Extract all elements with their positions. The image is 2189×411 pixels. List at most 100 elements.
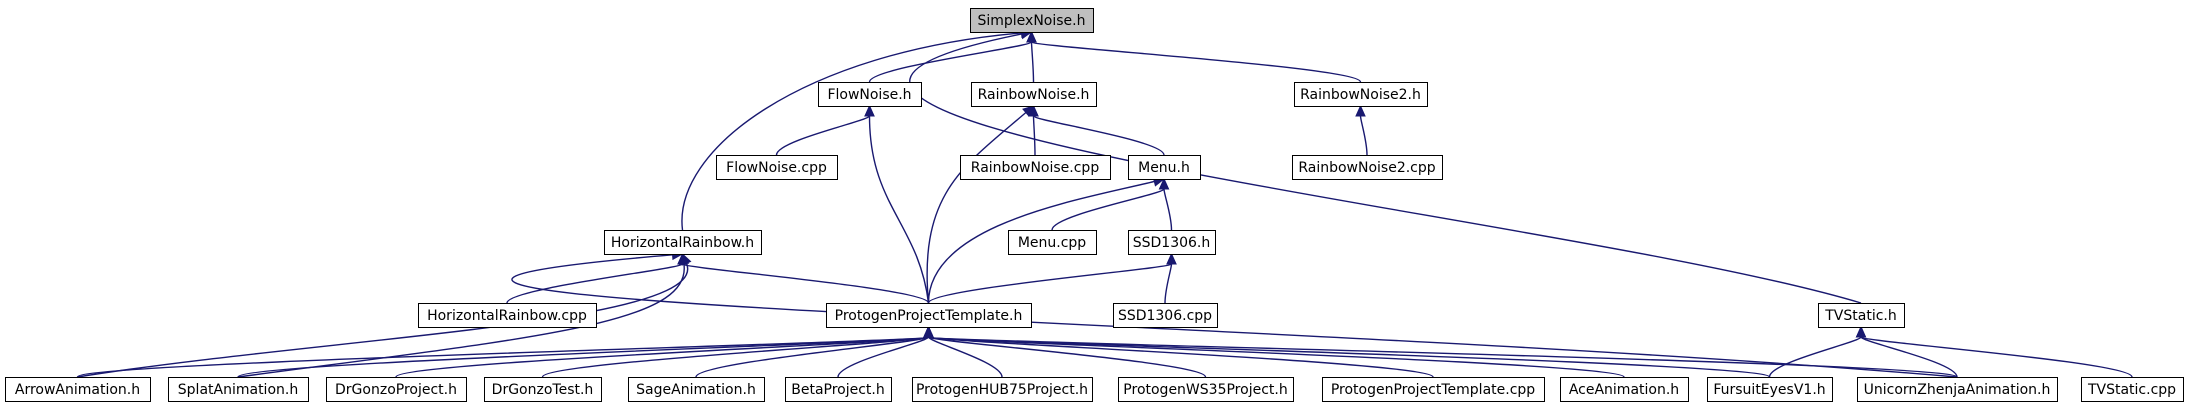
node-label: RainbowNoise2.cpp xyxy=(1298,160,1435,176)
edge-splatanimation-h-to-protogenprojecttemplate-h xyxy=(237,336,930,378)
node-box xyxy=(1560,377,1689,402)
edge-rainbownoise-cpp-to-rainbownoise-h xyxy=(1032,115,1036,156)
node-label: ArrowAnimation.h xyxy=(15,382,140,398)
node-aceanimation-h[interactable]: AceAnimation.h xyxy=(1560,377,1689,402)
edge-betaproject-h-to-protogenprojecttemplate-h xyxy=(837,336,930,378)
node-box xyxy=(1322,377,1545,402)
node-protogenprojecttemplate-cpp[interactable]: ProtogenProjectTemplate.cpp xyxy=(1322,377,1545,402)
arrowhead xyxy=(1355,104,1366,117)
arrowhead xyxy=(864,104,875,117)
node-box xyxy=(818,82,922,107)
node-label: FlowNoise.cpp xyxy=(726,160,827,176)
node-box xyxy=(971,82,1097,107)
node-box xyxy=(826,303,1032,328)
arrowhead xyxy=(1022,105,1035,117)
node-unicornzhenjaanimation-h[interactable]: UnicornZhenjaAnimation.h xyxy=(1857,377,2058,402)
node-rainbownoise-cpp[interactable]: RainbowNoise.cpp xyxy=(960,155,1111,180)
node-box xyxy=(1707,377,1833,402)
node-label: TVStatic.h xyxy=(1824,308,1896,324)
node-protogenws35project-h[interactable]: ProtogenWS35Project.h xyxy=(1118,377,1294,402)
node-box xyxy=(1294,82,1428,107)
node-menu-cpp[interactable]: Menu.cpp xyxy=(1008,230,1097,255)
node-box xyxy=(2081,377,2184,402)
edge-horizontalrainbow-h-to-simplexnoise-h xyxy=(681,32,1022,231)
node-box xyxy=(1292,155,1443,180)
node-protogenhub75project-h[interactable]: ProtogenHUB75Project.h xyxy=(912,377,1093,402)
edge-protogenprojecttemplate-h-to-flownoise-h xyxy=(868,115,930,304)
node-simplexnoise-h[interactable]: SimplexNoise.h xyxy=(970,8,1094,33)
node-label: DrGonzoProject.h xyxy=(335,382,457,398)
node-label: ProtogenWS35Project.h xyxy=(1123,382,1287,398)
node-label: HorizontalRainbow.cpp xyxy=(427,308,587,324)
node-box xyxy=(1128,155,1201,180)
node-label: DrGonzoTest.h xyxy=(492,382,594,398)
node-label: UnicornZhenjaAnimation.h xyxy=(1864,382,2051,398)
node-label: SSD1306.h xyxy=(1133,235,1211,251)
node-tvstatic-cpp[interactable]: TVStatic.cpp xyxy=(2081,377,2184,402)
node-box xyxy=(960,155,1111,180)
edge-protogenhub75project-h-to-protogenprojecttemplate-h xyxy=(927,336,1003,378)
edge-menu-cpp-to-menu-h xyxy=(1051,188,1165,231)
node-flownoise-cpp[interactable]: FlowNoise.cpp xyxy=(716,155,838,180)
node-box xyxy=(326,377,467,402)
node-box xyxy=(1113,303,1218,328)
node-label: RainbowNoise2.h xyxy=(1300,87,1421,103)
edge-protogenprojecttemplate-h-to-ssd1306-h xyxy=(927,263,1173,304)
node-ssd1306-h[interactable]: SSD1306.h xyxy=(1128,230,1216,255)
node-label: Menu.cpp xyxy=(1018,235,1086,251)
edge-rainbownoise2-cpp-to-rainbownoise2-h xyxy=(1359,115,1368,156)
edge-sageanimation-h-to-protogenprojecttemplate-h xyxy=(695,336,930,378)
arrowhead xyxy=(1158,177,1170,190)
node-box xyxy=(484,377,602,402)
edge-unicornzhenjaanimation-h-to-protogenprojecttemplate-h xyxy=(927,336,1958,378)
node-box xyxy=(1857,377,2058,402)
node-arrowanimation-h[interactable]: ArrowAnimation.h xyxy=(5,377,151,402)
node-box xyxy=(785,377,892,402)
node-drgonzotest-h[interactable]: DrGonzoTest.h xyxy=(484,377,602,402)
node-protogenprojecttemplate-h[interactable]: ProtogenProjectTemplate.h xyxy=(826,303,1032,328)
node-rainbownoise-h[interactable]: RainbowNoise.h xyxy=(971,82,1097,107)
node-sageanimation-h[interactable]: SageAnimation.h xyxy=(628,377,765,402)
node-rainbownoise2-cpp[interactable]: RainbowNoise2.cpp xyxy=(1292,155,1443,180)
edge-tvstatic-cpp-to-tvstatic-h xyxy=(1860,336,2133,378)
arrowhead xyxy=(1855,325,1867,338)
node-box xyxy=(1008,230,1097,255)
node-tvstatic-h[interactable]: TVStatic.h xyxy=(1818,303,1905,328)
node-horizontalrainbow-h[interactable]: HorizontalRainbow.h xyxy=(604,230,762,255)
node-ssd1306-cpp[interactable]: SSD1306.cpp xyxy=(1113,303,1218,328)
node-label: SSD1306.cpp xyxy=(1118,308,1212,324)
edge-drgonzotest-h-to-protogenprojecttemplate-h xyxy=(541,336,930,378)
arrowhead xyxy=(1166,252,1177,265)
node-betaproject-h[interactable]: BetaProject.h xyxy=(785,377,892,402)
node-label: SplatAnimation.h xyxy=(178,382,298,398)
edge-aceanimation-h-to-protogenprojecttemplate-h xyxy=(927,336,1625,378)
arrowhead xyxy=(1026,30,1037,43)
node-label: ProtogenProjectTemplate.cpp xyxy=(1331,382,1535,398)
node-label: FlowNoise.h xyxy=(827,87,911,103)
edge-ssd1306-cpp-to-ssd1306-h xyxy=(1164,263,1173,304)
node-rainbownoise2-h[interactable]: RainbowNoise2.h xyxy=(1294,82,1428,107)
arrowhead xyxy=(678,252,690,266)
edge-drgonzoproject-h-to-protogenprojecttemplate-h xyxy=(395,336,930,378)
node-label: Menu.h xyxy=(1138,160,1190,176)
node-flownoise-h[interactable]: FlowNoise.h xyxy=(818,82,922,107)
node-label: RainbowNoise.h xyxy=(978,87,1090,103)
node-label: AceAnimation.h xyxy=(1569,382,1679,398)
edge-protogenprojecttemplate-h-to-rainbownoise-h xyxy=(926,111,1027,304)
node-horizontalrainbow-cpp[interactable]: HorizontalRainbow.cpp xyxy=(418,303,597,328)
node-splatanimation-h[interactable]: SplatAnimation.h xyxy=(168,377,309,402)
node-label: RainbowNoise.cpp xyxy=(971,160,1100,176)
node-label: FursuitEyesV1.h xyxy=(1713,382,1825,398)
node-box xyxy=(1118,377,1294,402)
node-box xyxy=(628,377,765,402)
edge-horizontalrainbow-cpp-to-horizontalrainbow-h xyxy=(506,263,684,304)
node-drgonzoproject-h[interactable]: DrGonzoProject.h xyxy=(326,377,467,402)
edge-protogenprojecttemplate-h-to-horizontalrainbow-h xyxy=(681,263,930,304)
node-box xyxy=(1128,230,1216,255)
edge-unicornzhenjaanimation-h-to-tvstatic-h xyxy=(1860,336,1958,378)
edge-protogenprojecttemplate-h-to-menu-h xyxy=(927,180,1155,304)
node-menu-h[interactable]: Menu.h xyxy=(1128,155,1201,180)
node-label: HorizontalRainbow.h xyxy=(611,235,754,251)
node-fursuiteyesv1-h[interactable]: FursuitEyesV1.h xyxy=(1707,377,1833,402)
